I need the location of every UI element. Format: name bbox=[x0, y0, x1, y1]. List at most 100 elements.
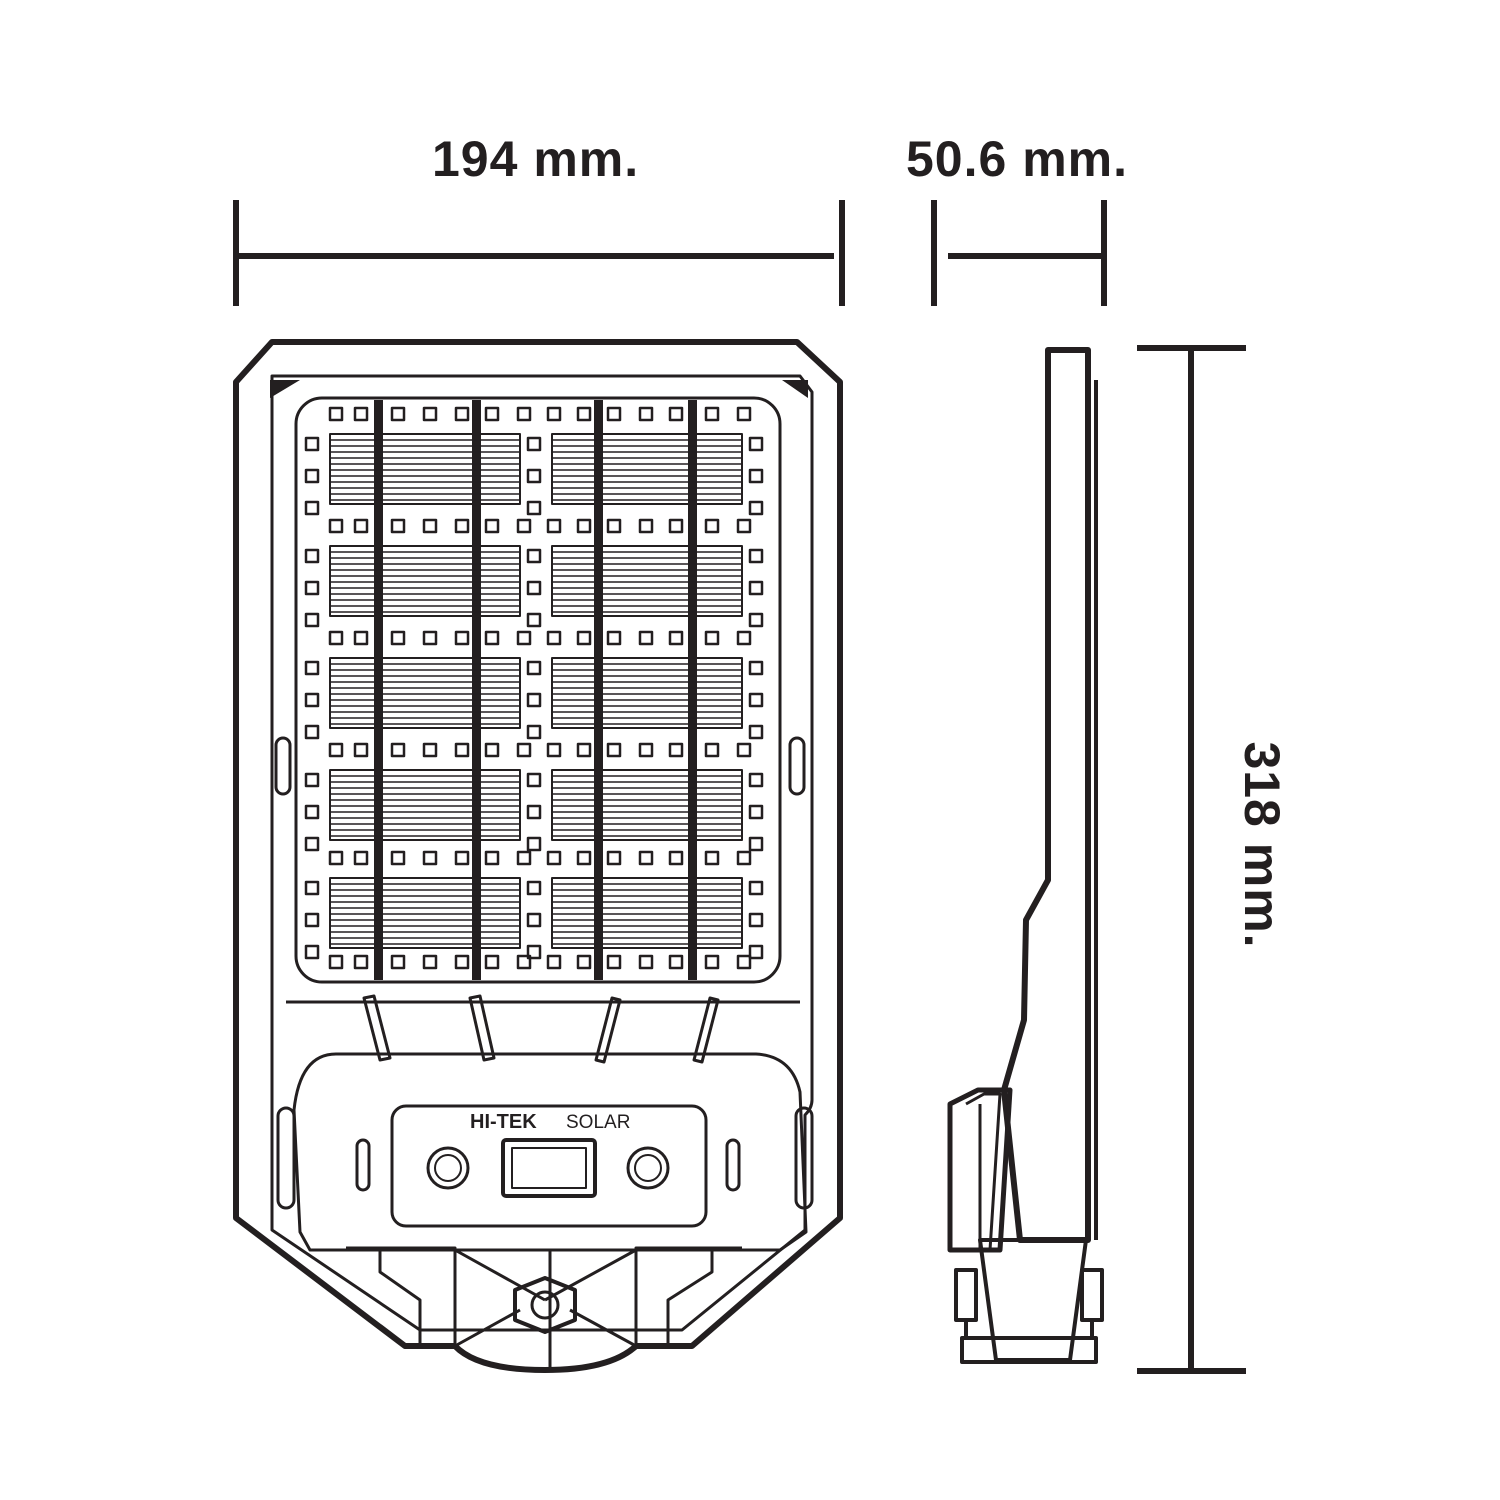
led-chip bbox=[748, 612, 764, 628]
wire-clips bbox=[362, 994, 720, 1064]
led-chip bbox=[422, 850, 438, 866]
led-chip bbox=[526, 548, 542, 564]
led-chip bbox=[390, 742, 406, 758]
led-chip bbox=[606, 850, 622, 866]
led-cell-grid bbox=[304, 406, 764, 970]
width-dimension-line bbox=[233, 200, 845, 306]
led-chip bbox=[526, 836, 542, 852]
led-chip bbox=[748, 692, 764, 708]
led-chip bbox=[516, 406, 532, 422]
led-chip bbox=[304, 944, 320, 960]
led-chip bbox=[748, 660, 764, 676]
led-chip bbox=[606, 954, 622, 970]
led-chip bbox=[353, 518, 369, 534]
led-chip bbox=[516, 742, 532, 758]
led-chip bbox=[704, 630, 720, 646]
led-chip bbox=[304, 836, 320, 852]
led-chip bbox=[576, 630, 592, 646]
led-chip bbox=[516, 518, 532, 534]
led-chip bbox=[454, 630, 470, 646]
led-chip bbox=[526, 612, 542, 628]
led-chip bbox=[454, 850, 470, 866]
led-chip bbox=[576, 518, 592, 534]
led-chip bbox=[638, 742, 654, 758]
control-plate bbox=[390, 1104, 708, 1228]
led-chip bbox=[704, 406, 720, 422]
led-chip bbox=[484, 406, 500, 422]
led-chip bbox=[422, 954, 438, 970]
led-chip bbox=[606, 742, 622, 758]
cell-block bbox=[551, 657, 743, 729]
led-chip bbox=[454, 518, 470, 534]
right-sensor bbox=[626, 1146, 670, 1190]
led-chip bbox=[638, 406, 654, 422]
led-chip bbox=[606, 630, 622, 646]
led-chip bbox=[546, 850, 562, 866]
led-chip bbox=[304, 500, 320, 516]
led-chip bbox=[390, 518, 406, 534]
housing-inner bbox=[270, 374, 814, 1332]
led-chip bbox=[546, 630, 562, 646]
led-chip bbox=[736, 954, 752, 970]
side-view bbox=[947, 347, 1104, 1364]
led-chip bbox=[454, 954, 470, 970]
led-chip bbox=[748, 436, 764, 452]
led-chip bbox=[526, 944, 542, 960]
cell-block bbox=[551, 769, 743, 841]
led-chip bbox=[638, 630, 654, 646]
mount-bracket bbox=[292, 1052, 808, 1252]
height-dimension-line bbox=[1137, 345, 1246, 1374]
led-chip bbox=[546, 742, 562, 758]
led-chip bbox=[328, 850, 344, 866]
led-chip bbox=[748, 548, 764, 564]
led-chip bbox=[304, 804, 320, 820]
led-chip bbox=[704, 850, 720, 866]
left-sensor bbox=[426, 1146, 470, 1190]
led-chip bbox=[668, 518, 684, 534]
led-chip bbox=[748, 944, 764, 960]
led-chip bbox=[748, 500, 764, 516]
led-chip bbox=[304, 548, 320, 564]
led-chip bbox=[748, 580, 764, 596]
led-chip bbox=[748, 880, 764, 896]
led-chip bbox=[748, 468, 764, 484]
led-chip bbox=[526, 436, 542, 452]
display-window bbox=[501, 1138, 597, 1198]
led-chip bbox=[526, 580, 542, 596]
led-chip bbox=[304, 468, 320, 484]
led-chip bbox=[454, 742, 470, 758]
led-chip bbox=[422, 406, 438, 422]
led-chip bbox=[668, 406, 684, 422]
cell-block bbox=[551, 545, 743, 617]
led-chip bbox=[668, 850, 684, 866]
brand-light-text: SOLAR bbox=[566, 1112, 630, 1133]
cell-block bbox=[329, 877, 521, 949]
led-chip bbox=[390, 850, 406, 866]
led-chip bbox=[576, 406, 592, 422]
led-chip bbox=[638, 850, 654, 866]
led-chip bbox=[304, 912, 320, 928]
led-chip bbox=[390, 954, 406, 970]
led-chip bbox=[748, 912, 764, 928]
led-chip bbox=[390, 630, 406, 646]
led-chip bbox=[526, 804, 542, 820]
pole-mount bbox=[346, 1246, 742, 1370]
led-chip bbox=[748, 772, 764, 788]
led-chip bbox=[390, 406, 406, 422]
led-chip bbox=[516, 850, 532, 866]
led-chip bbox=[526, 692, 542, 708]
width-dimension-label: 194 mm. bbox=[432, 131, 640, 187]
cell-block bbox=[551, 877, 743, 949]
led-chip bbox=[328, 406, 344, 422]
solar-panel bbox=[294, 396, 782, 984]
led-chip bbox=[736, 518, 752, 534]
led-chip bbox=[526, 912, 542, 928]
led-chip bbox=[328, 518, 344, 534]
led-chip bbox=[526, 772, 542, 788]
led-chip bbox=[526, 880, 542, 896]
led-chip bbox=[422, 518, 438, 534]
led-chip bbox=[526, 660, 542, 676]
led-chip bbox=[546, 406, 562, 422]
led-chip bbox=[304, 724, 320, 740]
